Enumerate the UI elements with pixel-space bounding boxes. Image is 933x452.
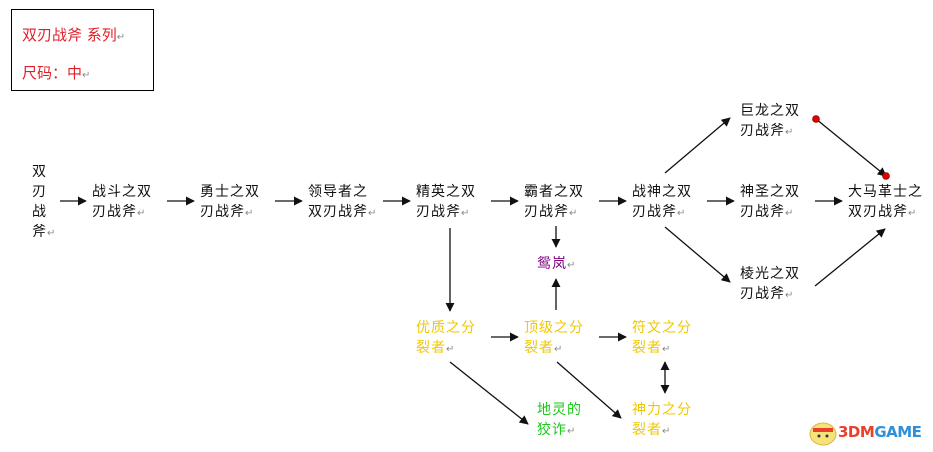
return-mark: ↵ (677, 208, 687, 219)
node-shensheng: 神圣之双刃战斧↵ (740, 182, 800, 224)
return-mark: ↵ (662, 344, 672, 355)
node-label-line: 勇士之双 (200, 184, 260, 200)
edge-zhanshen-to-julong (664, 117, 731, 174)
return-mark: ↵ (567, 260, 577, 271)
watermark-logo (806, 418, 840, 446)
node-label-line: 大马革士之 (848, 184, 923, 200)
node-label-line: 霸者之双 (524, 184, 584, 200)
node-label-line: 精英之双 (416, 184, 476, 200)
node-label-line: 巨龙之双 (740, 103, 800, 119)
watermark-3dm: 3DM (838, 423, 875, 441)
watermark-game: GAME (874, 423, 922, 441)
node-label-line: 裂者↵ (524, 340, 564, 356)
node-label-line: 双刃战斧↵ (308, 204, 378, 220)
node-label-line: 双 (32, 164, 47, 180)
node-yuanlan: 鸳岚↵ (537, 254, 576, 276)
node-label-line: 刃战斧↵ (740, 123, 795, 139)
node-label-line: 刃战斧↵ (632, 204, 687, 220)
legend-box: 双刃战斧 系列↵ 尺码：中↵ (11, 9, 154, 91)
connector-end-dot (882, 172, 890, 180)
node-label-line: 刃战斧↵ (200, 204, 255, 220)
connector-start-dot (812, 115, 820, 123)
return-mark: ↵ (461, 208, 471, 219)
node-lingdao: 领导者之双刃战斧↵ (308, 182, 377, 224)
node-yongshi: 勇士之双刃战斧↵ (200, 182, 260, 224)
node-label-line: 刃 (32, 184, 47, 200)
node-label-line: 刃战斧↵ (92, 204, 147, 220)
return-mark: ↵ (567, 426, 577, 437)
return-mark: ↵ (245, 208, 255, 219)
node-label-line: 裂者↵ (416, 340, 456, 356)
return-mark: ↵ (116, 32, 126, 43)
return-mark: ↵ (554, 344, 564, 355)
edge-lengguang-to-damage (814, 228, 886, 287)
legend-size: 尺码：中↵ (22, 62, 90, 83)
return-mark: ↵ (908, 208, 918, 219)
node-label-line: 斧↵ (32, 224, 57, 240)
node-lengguang: 棱光之双刃战斧↵ (740, 264, 800, 306)
return-mark: ↵ (785, 127, 795, 138)
node-dingji: 顶级之分裂者↵ (524, 318, 584, 360)
watermark-text: 3DMGAME (838, 423, 922, 441)
node-bazhe: 霸者之双刃战斧↵ (524, 182, 584, 224)
return-mark: ↵ (662, 426, 672, 437)
return-mark: ↵ (785, 208, 795, 219)
node-label-line: 刃战斧↵ (740, 286, 795, 302)
node-label-line: 裂者↵ (632, 422, 672, 438)
node-label-line: 领导者之 (308, 184, 368, 200)
node-label-line: 优质之分 (416, 320, 476, 336)
node-julong: 巨龙之双刃战斧↵ (740, 101, 800, 143)
return-mark: ↵ (47, 228, 57, 239)
return-mark: ↵ (82, 70, 91, 81)
node-zhanshen: 战神之双刃战斧↵ (632, 182, 692, 224)
return-mark: ↵ (368, 208, 378, 219)
node-zhandou: 战斗之双刃战斧↵ (92, 182, 152, 224)
legend-title-text: 双刃战斧 系列 (22, 26, 117, 44)
edge-dingji-to-shenli (556, 361, 622, 419)
node-label-line: 顶级之分 (524, 320, 584, 336)
node-label-line: 地灵的 (537, 402, 582, 418)
node-label-line: 刃战斧↵ (416, 204, 471, 220)
node-label-line: 神力之分 (632, 402, 692, 418)
edge-julong-to-damage (815, 118, 887, 177)
node-label-line: 双刃战斧↵ (848, 204, 918, 220)
node-shenli: 神力之分裂者↵ (632, 400, 692, 442)
legend-title: 双刃战斧 系列↵ (22, 24, 125, 45)
node-root: 双刃战斧↵ (32, 162, 56, 244)
edge-youzhi-to-diling (449, 361, 529, 425)
legend-size-text: 尺码：中 (22, 64, 83, 82)
node-label-line: 狡诈↵ (537, 422, 577, 438)
chick-mascot-icon (809, 422, 837, 446)
node-youzhi: 优质之分裂者↵ (416, 318, 476, 360)
node-label-line: 战 (32, 204, 47, 220)
node-label-line: 战神之双 (632, 184, 692, 200)
node-label-line: 战斗之双 (92, 184, 152, 200)
return-mark: ↵ (569, 208, 579, 219)
edge-zhanshen-to-lengguang (664, 226, 731, 283)
node-label-line: 鸳岚↵ (537, 256, 577, 272)
return-mark: ↵ (446, 344, 456, 355)
node-fuwen: 符文之分裂者↵ (632, 318, 692, 360)
node-label-line: 棱光之双 (740, 266, 800, 282)
node-label-line: 刃战斧↵ (740, 204, 795, 220)
return-mark: ↵ (137, 208, 147, 219)
node-diling: 地灵的狡诈↵ (537, 400, 582, 442)
node-jingying: 精英之双刃战斧↵ (416, 182, 476, 224)
node-label-line: 裂者↵ (632, 340, 672, 356)
node-label-line: 神圣之双 (740, 184, 800, 200)
node-label-line: 符文之分 (632, 320, 692, 336)
node-damage: 大马革士之双刃战斧↵ (848, 182, 923, 224)
node-label-line: 刃战斧↵ (524, 204, 579, 220)
return-mark: ↵ (785, 290, 795, 301)
